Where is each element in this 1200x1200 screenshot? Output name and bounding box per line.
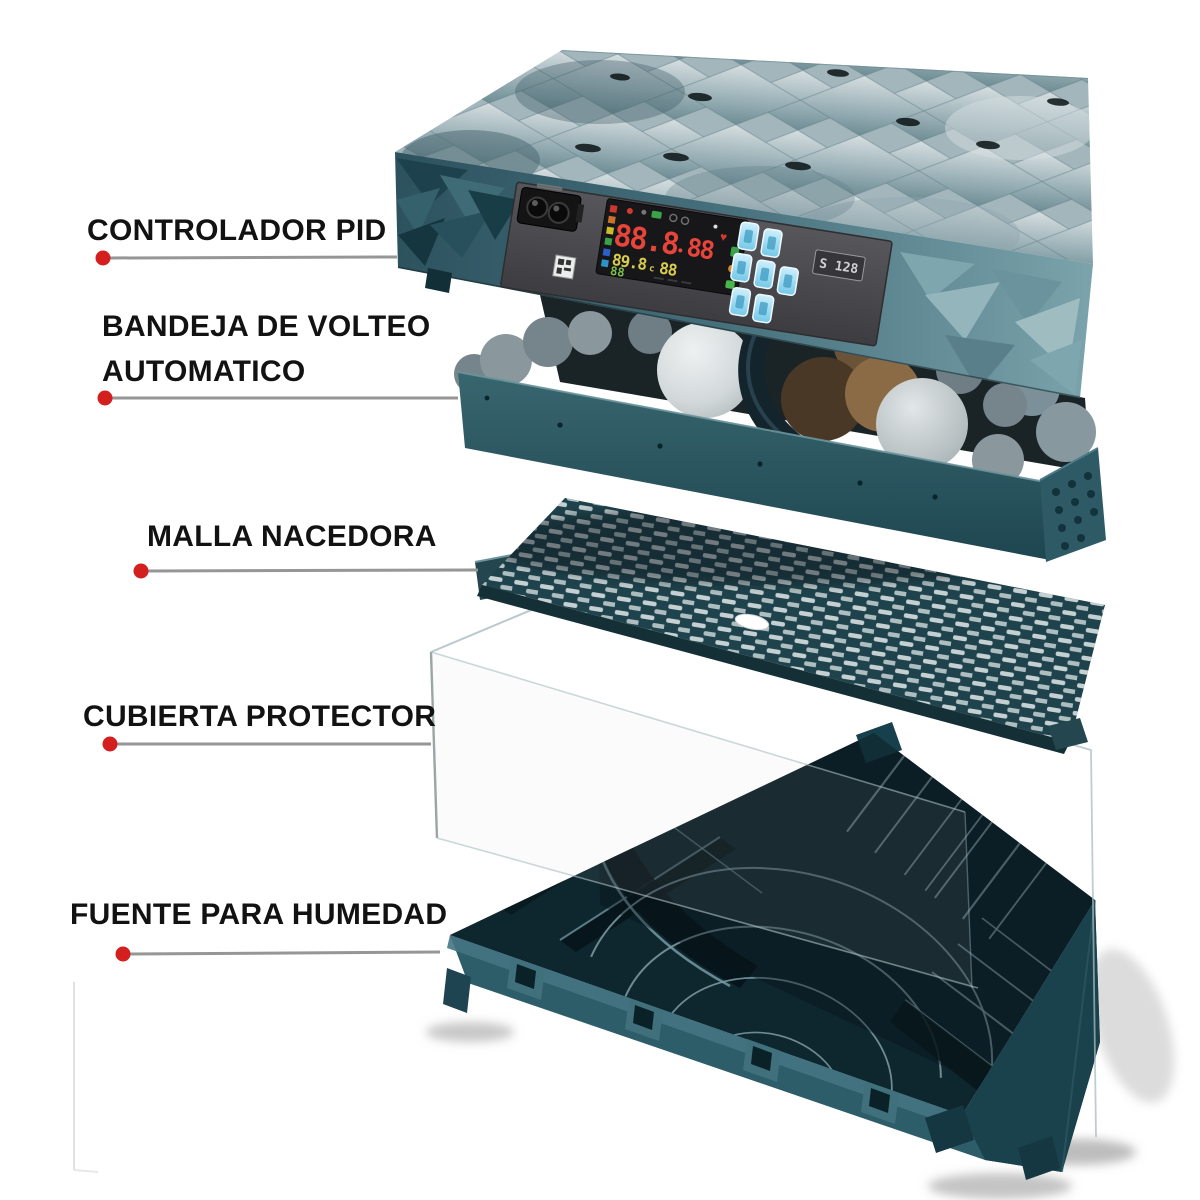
frame-artifact-line <box>73 982 99 1173</box>
humidity-unit: c <box>648 264 655 275</box>
label-text: FUENTE PARA HUMEDAD <box>70 898 448 931</box>
base-right-face <box>925 899 1100 1180</box>
mesh-handle-hole <box>734 613 770 631</box>
model-badge-text: S 128 <box>818 256 859 277</box>
label-text: AUTOMATICO <box>102 355 306 388</box>
callout-dot <box>115 946 131 962</box>
base-corner-post <box>856 722 902 763</box>
display-top-icons: ♥ <box>626 208 728 245</box>
label-malla-nacedora: MALLA NACEDORA <box>147 514 437 559</box>
lid-foot <box>425 268 452 293</box>
right-facets <box>900 252 1082 395</box>
pid-controller-panel: ♥ 88.8 88 89.8 c 88 88 <box>500 181 893 347</box>
callout-dot <box>133 563 149 579</box>
humidity-readout-right: 88 <box>658 258 678 280</box>
model-badge: S 128 <box>812 249 866 282</box>
label-controlador-pid: CONTROLADOR PID <box>87 208 387 253</box>
lid-layer: ♥ 88.8 88 89.8 c 88 88 <box>395 50 1093 398</box>
base-front-wall <box>443 935 985 1160</box>
heart-icon: ♥ <box>719 230 728 245</box>
left-facets <box>396 158 520 266</box>
callout-dot <box>95 250 111 266</box>
callout-dot <box>97 390 113 406</box>
label-bandeja-volteo: BANDEJA DE VOLTEO AUTOMATICO <box>102 304 430 394</box>
label-fuente-humedad: FUENTE PARA HUMEDAD <box>70 892 447 937</box>
label-text: CUBIERTA PROTECTOR <box>83 700 437 733</box>
label-text: CONTROLADOR PID <box>87 214 387 247</box>
callout-leaders <box>109 255 479 956</box>
display-screen: ♥ 88.8 88 89.8 c 88 88 <box>595 198 749 296</box>
callout-dot <box>102 736 118 752</box>
label-text: BANDEJA DE VOLTEO <box>102 310 431 343</box>
temperature-readout-right: 88 <box>685 233 716 266</box>
day-counter: 88 <box>609 264 625 280</box>
qr-label <box>552 254 577 280</box>
label-text: MALLA NACEDORA <box>147 520 437 553</box>
status-led-strip <box>600 204 618 268</box>
tray-perforated-wall <box>1039 447 1106 562</box>
power-connector <box>516 183 585 232</box>
callout-dots <box>95 250 149 962</box>
keypad <box>728 221 800 324</box>
label-cubierta-protector: CUBIERTA PROTECTOR <box>83 694 436 739</box>
